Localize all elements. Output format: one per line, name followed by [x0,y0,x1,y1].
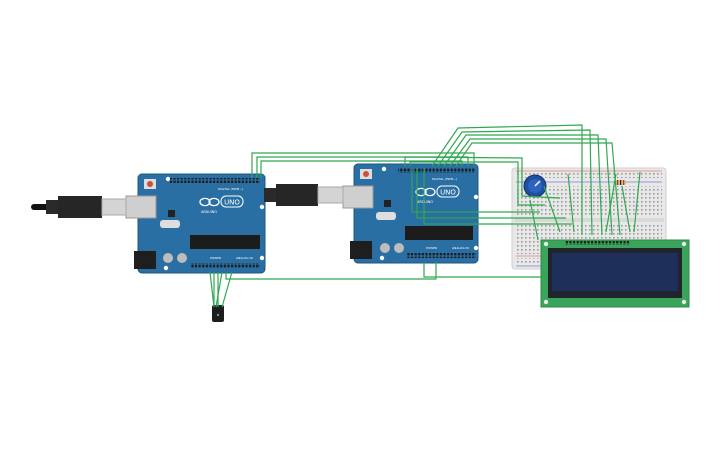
arduino-label-left: ARDUINO [201,210,217,214]
arduino-uno-left[interactable]: UNO ARDUINO DIGITAL (PWM~) POWER ANALOG … [125,173,266,274]
usb-port-right [342,185,374,209]
arduino-label-right: ARDUINO [417,200,433,204]
power-jack-right [350,241,372,259]
temperature-sensor[interactable] [212,305,224,322]
analog-label-left: ANALOG IN [236,256,253,260]
lcd-display[interactable] [540,239,690,308]
digital-label-left: DIGITAL (PWM~) [218,187,243,191]
power-label-right: POWER [426,246,437,250]
digital-label-right: DIGITAL (PWM~) [432,177,457,181]
microcontroller-chip-left [190,235,260,249]
usb-cable-middle[interactable] [264,184,344,206]
uno-label-right: UNO [440,189,456,197]
wires[interactable] [209,124,641,308]
arduino-logo-left: UNO ARDUINO [199,195,244,214]
arduino-uno-right[interactable]: UNO ARDUINO DIGITAL (PWM~) POWER ANALOG … [342,163,479,264]
arduino-logo-right: UNO ARDUINO [415,185,460,204]
uno-label-left: UNO [224,199,240,207]
power-jack-left [134,251,156,269]
resistor[interactable] [614,180,626,185]
usb-port-left [125,195,157,219]
power-label-left: POWER [210,256,221,260]
potentiometer[interactable] [523,174,547,198]
microcontroller-chip-right [405,226,473,240]
usb-cable-left[interactable] [31,196,127,218]
analog-label-right: ANALOG IN [452,246,469,250]
